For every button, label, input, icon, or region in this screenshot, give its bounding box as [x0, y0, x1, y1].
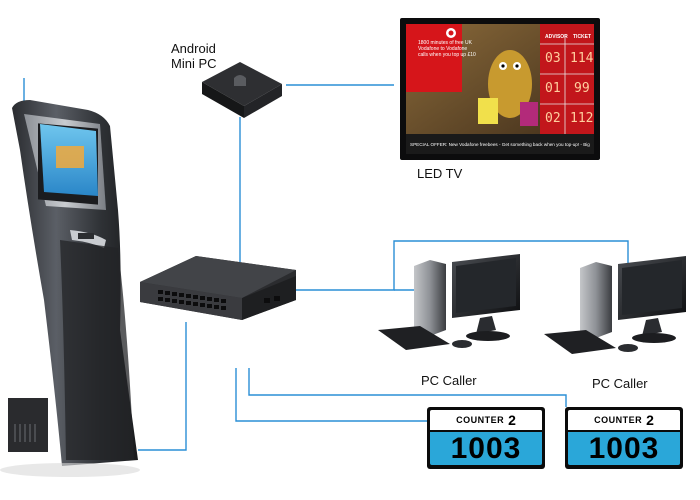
tv-column-advisor: ADVISOR	[545, 34, 568, 40]
counter-ticket-number: 1003	[450, 431, 522, 465]
line-switch-kiosk	[138, 322, 187, 451]
tv-ticker-text: SPECIAL OFFER: New Vodafone freebees - G…	[410, 142, 590, 147]
led-tv	[400, 18, 600, 160]
android-mini-pc	[202, 62, 282, 118]
network-switch	[140, 256, 296, 320]
tv-row-advisor: 02	[545, 111, 561, 126]
counter-display-2: COUNTER 2 1003	[565, 407, 683, 469]
tv-row-advisor: 03	[545, 51, 561, 66]
counter-word: COUNTER	[456, 415, 505, 425]
label-pc-caller-2: PC Caller	[592, 376, 648, 391]
tv-row-advisor: 01	[545, 81, 561, 96]
label-pc-caller-1: PC Caller	[421, 373, 477, 388]
tv-row-ticket: 112	[570, 111, 594, 126]
line-switch-pc-bus	[294, 240, 629, 291]
counter-display-1: COUNTER 2 1003	[427, 407, 545, 469]
tv-mascot	[488, 50, 532, 118]
queue-kiosk	[0, 78, 140, 477]
label-android-line1: Android	[171, 41, 216, 56]
tv-column-ticket: TICKET	[573, 34, 592, 40]
counter-header: COUNTER 2	[430, 410, 542, 430]
pc-caller-1	[378, 254, 520, 350]
connection-lines	[138, 84, 629, 451]
line-switch-counter1	[235, 368, 427, 422]
counter-word: COUNTER	[594, 415, 643, 425]
counter-header: COUNTER 2	[568, 410, 680, 430]
tv-row-ticket: 114	[570, 51, 594, 66]
label-android-mini-pc: Android Mini PC	[171, 41, 217, 71]
android-logo-icon	[234, 75, 246, 86]
pc-caller-2	[544, 256, 686, 354]
counter-ticket-panel: 1003	[568, 432, 680, 465]
label-led-tv: LED TV	[417, 166, 463, 181]
tv-row-ticket: 99	[574, 81, 590, 96]
tv-promo-text: 1800 minutes of free UK Vodafone to Voda…	[418, 40, 476, 58]
label-android-line2: Mini PC	[171, 56, 217, 71]
counter-ticket-number: 1003	[588, 431, 660, 465]
line-switch-counter2	[248, 368, 567, 407]
counter-number: 2	[508, 412, 516, 428]
counter-ticket-panel: 1003	[430, 432, 542, 465]
counter-number: 2	[646, 412, 654, 428]
